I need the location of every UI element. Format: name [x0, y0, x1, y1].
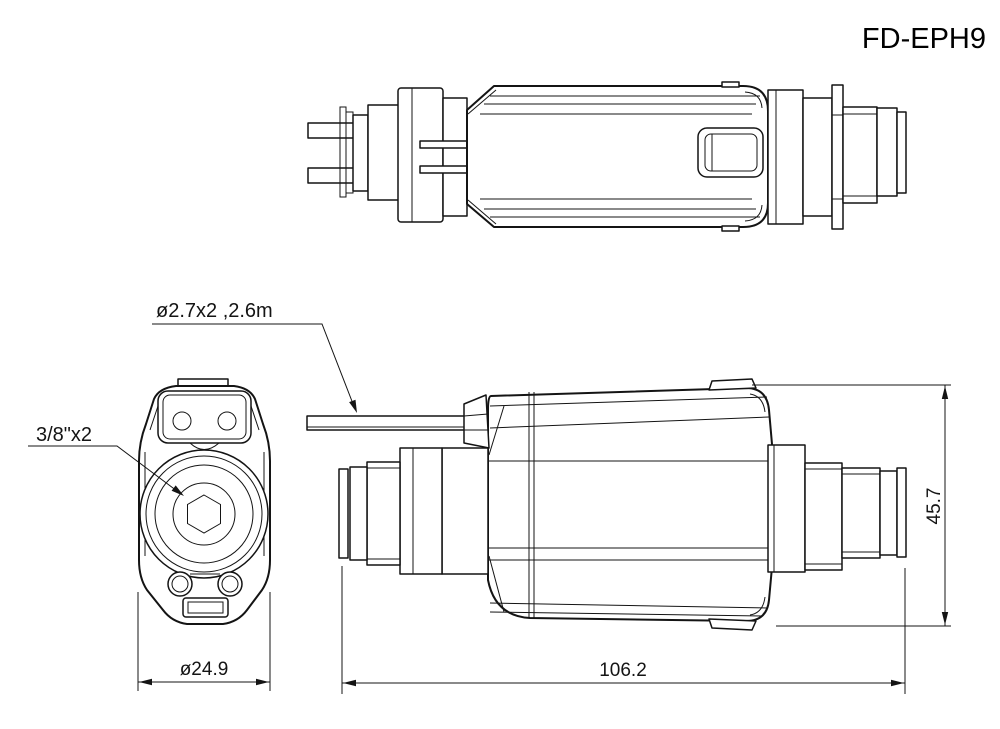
drawing-title: FD-EPH9: [862, 23, 986, 55]
side-view: [306, 378, 907, 631]
cable-spec-label: ø2.7x2 ,2.6m: [156, 300, 273, 322]
dimension-overall-length: 106.2: [341, 566, 906, 694]
leader-cable-spec: ø2.7x2 ,2.6m: [152, 300, 357, 413]
latch-button: [697, 127, 764, 178]
right-fitting-top-view: [767, 84, 907, 230]
leader-arrow: [349, 399, 357, 413]
leader-arrow: [171, 485, 184, 496]
body-diameter-label: ø24.9: [180, 659, 229, 680]
left-fitting-side-view: [338, 447, 489, 575]
fitting-face: [139, 449, 269, 579]
gland-block: [367, 104, 401, 201]
fitting-thread-label: 3/8"x2: [36, 424, 92, 446]
leader-fitting-thread: 3/8"x2: [28, 424, 184, 496]
cable-side: [306, 415, 481, 431]
dimension-overall-height: 45.7: [752, 384, 951, 627]
cable-entry-plate: [157, 390, 252, 450]
overall-length-label: 106.2: [599, 660, 647, 681]
dimension-body-diameter: ø24.9: [137, 592, 271, 691]
top-tab-side: [708, 378, 757, 391]
overall-height-label: 45.7: [924, 488, 945, 525]
lower-ports: [167, 571, 243, 618]
cable-gland: [463, 394, 490, 449]
bottom-tab-side: [708, 618, 757, 631]
hex-socket: [187, 494, 221, 534]
left-flange-top-view: [397, 87, 444, 223]
top-view: [307, 81, 907, 232]
sensor-body-side-view: [487, 387, 775, 622]
right-fitting-side-view: [767, 444, 907, 573]
front-view: [138, 378, 271, 625]
